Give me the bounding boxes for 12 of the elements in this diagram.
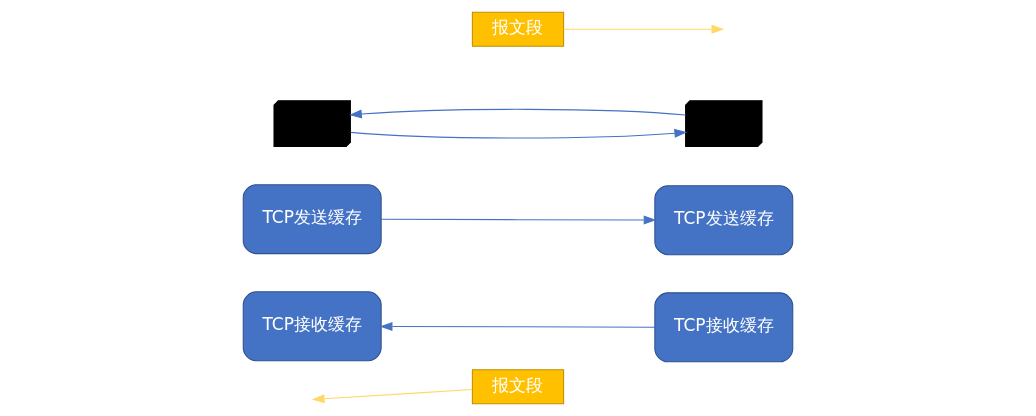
arrow [350,128,688,139]
arrow [349,108,687,119]
node-box: TCP接收缓存 [242,291,382,362]
arrow [311,389,473,404]
node-box: 报文段 [471,11,565,47]
arrow [380,215,657,225]
arrow [563,24,725,34]
node-box: TCP接收缓存 [654,292,794,363]
node-box: 报文段 [471,369,565,405]
node-box: TCP发送缓存 [654,185,794,256]
arrow [379,322,656,331]
node-box: TCP发送缓存 [242,184,382,255]
